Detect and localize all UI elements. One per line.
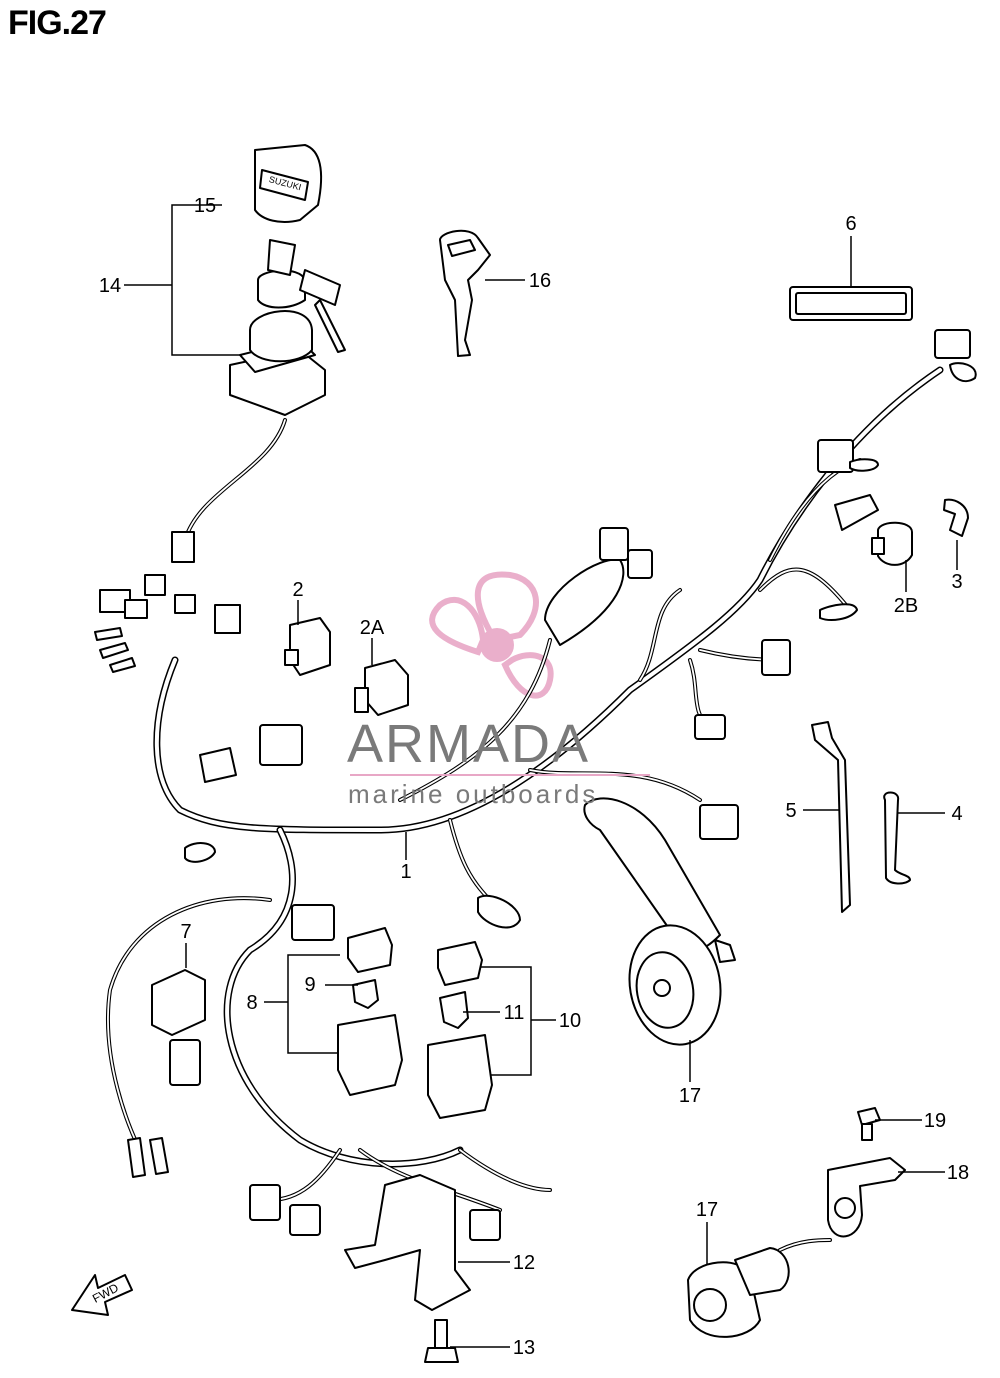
- forward-arrow: FWD: [71, 1274, 133, 1316]
- relay-2a: [354, 659, 409, 716]
- callout-17-switch: 17: [696, 1199, 718, 1221]
- callout-3: 3: [951, 571, 962, 593]
- callout-14: 14: [99, 275, 121, 297]
- ignition-switch: [229, 239, 346, 416]
- connector-cluster-center: [184, 527, 739, 929]
- relay-7: [127, 969, 206, 1178]
- callout-4: 4: [951, 803, 962, 825]
- bracket-18: [827, 1157, 906, 1238]
- figure-title: FIG.27: [8, 4, 107, 42]
- callout-10: 10: [559, 1010, 581, 1032]
- callout-12: 12: [513, 1252, 535, 1274]
- callout-19: 19: [924, 1110, 946, 1132]
- callout-2: 2: [292, 579, 303, 601]
- ignition-switch-cap: SUZUKI: [254, 144, 323, 223]
- bolt-19: [857, 1107, 881, 1141]
- leader-lines: [124, 204, 958, 1348]
- callout-17-horn: 17: [679, 1085, 701, 1107]
- bracket-12: [249, 1174, 501, 1311]
- fuse-box-8: [291, 904, 403, 1096]
- callout-11: 11: [504, 1002, 525, 1024]
- watermark-tagline: marine outboards: [348, 779, 598, 809]
- watermark-brand: ARMADA: [347, 714, 590, 774]
- callout-13: 13: [513, 1337, 535, 1359]
- callout-labels: 1 2 2A 2B 3 4 5 6 7 8 9 10 11 12 13 14 1…: [99, 195, 969, 1359]
- clamp-4: [883, 791, 911, 885]
- callout-8: 8: [246, 992, 257, 1014]
- ignition-key: [439, 229, 491, 357]
- label-plate: [789, 286, 913, 321]
- callout-15: 15: [194, 195, 216, 217]
- callout-5: 5: [785, 800, 796, 822]
- callout-2a: 2A: [360, 617, 385, 639]
- callout-7: 7: [180, 921, 191, 943]
- horn: [583, 797, 736, 1046]
- connector-cluster-left: [94, 531, 241, 673]
- callout-18: 18: [947, 1162, 969, 1184]
- clamp-3: [943, 498, 969, 537]
- connector-cluster-right: [694, 329, 977, 740]
- callout-2b: 2B: [894, 595, 918, 617]
- callout-16: 16: [529, 270, 551, 292]
- fuse-box-10: [427, 941, 493, 1119]
- callout-6: 6: [845, 213, 856, 235]
- callout-9: 9: [304, 974, 315, 996]
- relay-2: [284, 617, 331, 676]
- bolt-13: [424, 1319, 459, 1363]
- horn-switch: [687, 1238, 832, 1338]
- watermark-logo: [429, 571, 554, 699]
- grommet-2b: [871, 521, 913, 566]
- callout-1: 1: [400, 861, 411, 883]
- cable-tie-5: [811, 721, 851, 913]
